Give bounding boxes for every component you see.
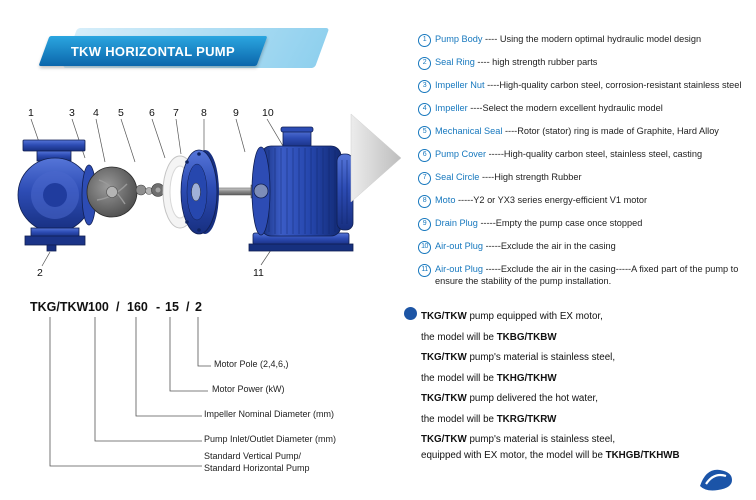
diagram-leader-lines <box>30 118 284 267</box>
terminal-box <box>282 129 312 149</box>
diagram-number-11: 11 <box>253 267 264 279</box>
parts-list-item: 7 Seal Circle ----High strength Rubber <box>418 171 754 185</box>
model-code-motor-pole: 2 <box>195 300 202 314</box>
note-line: TKG/TKW pump's material is stainless ste… <box>421 434 616 445</box>
part-label: Pump Cover <box>435 149 489 159</box>
part-label: Moto <box>435 195 458 205</box>
diagram-number-1: 1 <box>28 107 34 119</box>
parts-list-item: 11 Air-out Plug -----Exclude the air in … <box>418 263 754 287</box>
parts-list-item: 6 Pump Cover -----High-quality carbon st… <box>418 148 754 162</box>
callout-motor-power: Motor Power (kW) <box>212 384 285 394</box>
note-line: the model will be TKBG/TKBW <box>421 332 557 343</box>
parts-list-item: 3 Impeller Nut ----High-quality carbon s… <box>418 79 754 93</box>
diagram-number-6: 6 <box>149 107 155 119</box>
part-description: -----Empty the pump case once stopped <box>480 218 643 228</box>
brand-logo <box>700 469 732 491</box>
model-code-motor-power: 15 <box>165 300 179 314</box>
part-number-badge: 7 <box>418 171 431 185</box>
part-number-badge: 8 <box>418 194 431 208</box>
diagram-number-8: 8 <box>201 107 207 119</box>
part-number-badge: 6 <box>418 148 431 162</box>
parts-list-item: 2 Seal Ring ---- high strength rubber pa… <box>418 56 754 70</box>
diagram-number-9: 9 <box>233 107 239 119</box>
parts-list-item: 10 Air-out Plug -----Exclude the air in … <box>418 240 754 254</box>
model-code-separator: / <box>116 300 120 314</box>
note-line: TKG/TKW pump delivered the hot water, <box>421 393 598 404</box>
model-code-leader-lines <box>49 317 211 467</box>
diagram-number-7: 7 <box>173 107 179 119</box>
callout-inlet-outlet: Pump Inlet/Outlet Diameter (mm) <box>204 434 337 444</box>
part-description: ----High-quality carbon steel, corrosion… <box>487 80 742 90</box>
note-line: equipped with EX motor, the model will b… <box>421 450 680 461</box>
pump-cover <box>180 149 219 235</box>
part-description: ---- Using the modern optimal hydraulic … <box>485 34 702 44</box>
part-label: Mechanical Seal <box>435 126 505 136</box>
diagram-number-3: 3 <box>69 107 75 119</box>
model-code-separator: - <box>156 300 161 314</box>
part-number-badge: 9 <box>418 217 431 231</box>
callout-standard-horizontal: Standard Horizontal Pump <box>204 463 310 473</box>
part-label: Air-out Plug <box>435 241 486 251</box>
part-description: -----Exclude the air in the casing-----A… <box>435 264 739 286</box>
part-label: Air-out Plug <box>435 264 486 274</box>
part-number-badge: 2 <box>418 56 431 70</box>
part-number-badge: 4 <box>418 102 431 116</box>
diagram-number-10: 10 <box>262 107 274 119</box>
part-label: Impeller Nut <box>435 80 488 90</box>
part-label: Drain Plug <box>435 218 481 228</box>
callout-impeller-diameter: Impeller Nominal Diameter (mm) <box>204 409 335 419</box>
model-code-impeller-diameter: 160 <box>127 300 148 314</box>
fan-cover <box>336 153 354 231</box>
part-description: ---- high strength rubber parts <box>477 57 598 67</box>
part-description: -----Exclude the air in the casing <box>485 241 616 251</box>
part-label: Seal Ring <box>435 57 478 67</box>
part-number-badge: 5 <box>418 125 431 139</box>
page-title: TKW HORIZONTAL PUMP <box>70 43 236 59</box>
note-bullet-icon <box>404 307 417 320</box>
drain-plug <box>46 244 57 252</box>
part-description: -----High-quality carbon steel, stainles… <box>488 149 703 159</box>
part-number-badge: 3 <box>418 79 431 93</box>
note-line: TKG/TKW pump's material is stainless ste… <box>421 352 616 363</box>
parts-list-item: 4 Impeller ----Select the modern excelle… <box>418 102 754 116</box>
diagram-number-4: 4 <box>93 107 99 119</box>
diagram-number-2: 2 <box>37 267 43 279</box>
part-label: Pump Body <box>435 34 486 44</box>
callout-standard-vertical: Standard Vertical Pump/ <box>204 451 302 461</box>
diagram-number-5: 5 <box>118 107 124 119</box>
motor <box>248 126 354 252</box>
part-number-badge: 11 <box>418 263 431 277</box>
part-description: ----High strength Rubber <box>481 172 582 182</box>
exploded-pump-diagram: 1 3 4 5 6 7 8 9 10 2 11 <box>17 107 402 279</box>
part-number-badge: 10 <box>418 240 431 254</box>
title-banner: TKW HORIZONTAL PUMP <box>36 26 336 80</box>
parts-list-item: 1 Pump Body ---- Using the modern optima… <box>418 33 754 47</box>
part-description: -----Y2 or YX3 series energy-efficient V… <box>457 195 648 205</box>
part-description: ----Rotor (stator) ring is made of Graph… <box>504 126 719 136</box>
callout-motor-pole: Motor Pole (2,4,6,) <box>214 359 289 369</box>
parts-list-item: 9 Drain Plug -----Empty the pump case on… <box>418 217 754 231</box>
parts-list: 1 Pump Body ---- Using the modern optima… <box>418 33 754 297</box>
part-label: Impeller <box>435 103 471 113</box>
part-description: ----Select the modern excellent hydrauli… <box>470 103 663 113</box>
model-code-separator: / <box>186 300 190 314</box>
parts-list-item: 8 Moto -----Y2 or YX3 series energy-effi… <box>418 194 754 208</box>
note-line: the model will be TKHG/TKHW <box>421 373 557 384</box>
banner-ribbon: TKW HORIZONTAL PUMP <box>38 36 268 66</box>
note-line: TKG/TKW pump equipped with EX motor, <box>421 311 603 322</box>
part-number-badge: 1 <box>418 33 431 47</box>
parts-list-item: 5 Mechanical Seal ----Rotor (stator) rin… <box>418 125 754 139</box>
exploded-view-arrow-icon <box>350 113 402 203</box>
part-label: Seal Circle <box>435 172 482 182</box>
note-line: the model will be TKRG/TKRW <box>421 414 557 425</box>
model-code-series: TKG/TKW <box>30 300 89 314</box>
model-code-inlet-outlet: 100 <box>88 300 109 314</box>
motor-fins <box>268 148 336 234</box>
impeller <box>86 166 138 218</box>
